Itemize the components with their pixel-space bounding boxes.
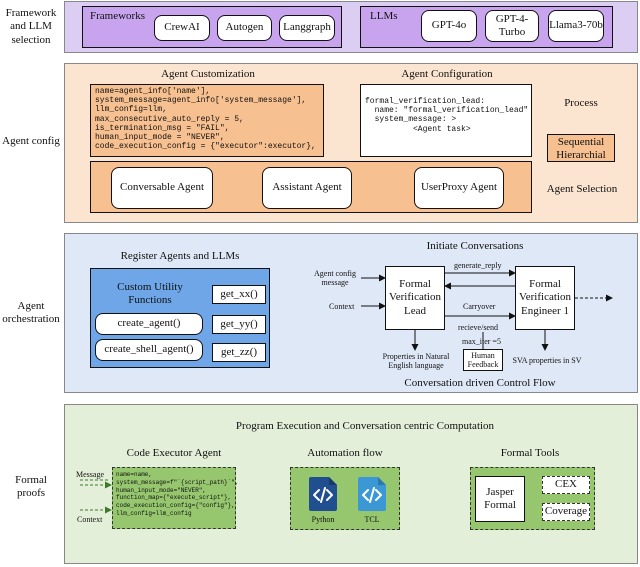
executor-code-line: system_message=f"`{script_path}`", xyxy=(116,478,239,486)
customization-code-line: code_execution_config = {"executor":exec… xyxy=(95,142,316,152)
formal-verification-lead: Formal Verification Lead xyxy=(385,266,445,330)
configuration-code-line: <Agent task> xyxy=(365,124,471,134)
jasper-formal-box: Jasper Formal xyxy=(475,476,525,522)
framework-crewai: CrewAI xyxy=(154,15,210,41)
agent-conversable: Conversable Agent xyxy=(111,167,213,209)
cex-box: CEX xyxy=(542,476,590,494)
carryover-label: Carryover xyxy=(463,302,496,311)
get-zz-fn: get_zz() xyxy=(212,343,266,362)
configuration-code-line: name: "formal_verification_lead" xyxy=(365,106,529,116)
create-shell-agent-fn: create_shell_agent() xyxy=(95,339,203,361)
executor-code-line: name=name, xyxy=(116,471,153,478)
label-agent-config: Agent config xyxy=(2,135,60,148)
executor-code-line: llm_config=llm_config xyxy=(116,509,192,517)
generate-reply-label: generate_reply xyxy=(454,261,502,270)
llm-llama3: Llama3-70b xyxy=(548,10,604,42)
agent-selection-label: Agent Selection xyxy=(546,183,618,196)
process-options: Sequential Hierarchial xyxy=(547,134,615,162)
register-title: Register Agents and LLMs xyxy=(120,250,240,263)
automation-title: Automation flow xyxy=(307,447,383,460)
tcl-file-icon xyxy=(356,476,388,512)
input-config-message: Agent config message xyxy=(314,268,356,287)
customization-code-box: name=agent_info['name'], system_message=… xyxy=(90,84,324,157)
llm-gpt4o: GPT-4o xyxy=(421,10,477,42)
customization-title: Agent Customization xyxy=(161,68,255,81)
customization-code-line: is_termination_msg = "FAIL", xyxy=(95,123,230,133)
input-context: Context xyxy=(329,302,355,311)
get-yy-fn: get_yy() xyxy=(212,315,266,334)
process-hierarchial: Hierarchial xyxy=(556,149,606,162)
executor-code-line: function_map={"execute_script"}, xyxy=(116,494,232,502)
human-feedback-box: Human Feedback xyxy=(463,349,503,371)
process-title: Process xyxy=(564,97,598,110)
frameworks-title: Frameworks xyxy=(90,10,145,22)
python-label: Python xyxy=(311,515,335,525)
llms-title: LLMs xyxy=(370,10,398,22)
formal-verification-engineer: Formal Verification Engineer 1 xyxy=(515,266,575,330)
configuration-code-box: formal_verification_lead: name: "formal_… xyxy=(360,84,532,157)
executor-title: Code Executor Agent xyxy=(126,447,222,460)
properties-nl-label: Properties in Natural English language xyxy=(382,351,450,370)
agent-assistant: Assistant Agent xyxy=(262,167,352,209)
customization-code-line: human_input_mode = "NEVER", xyxy=(95,132,225,142)
configuration-code-line: formal_verification_lead: xyxy=(365,97,486,106)
initiate-title: Initiate Conversations xyxy=(426,240,524,253)
label-formal-proofs: Formal proofs xyxy=(15,473,47,499)
python-file-icon xyxy=(307,476,339,512)
custom-utility-label: Custom Utility Functions xyxy=(117,280,183,306)
coverage-box: Coverage xyxy=(542,503,590,521)
framework-langgraph: Langgraph xyxy=(279,15,335,41)
label-agent-orchestration: Agent orchestration xyxy=(2,299,60,325)
customization-code-line: llm_config=llm, xyxy=(95,105,168,115)
formal-band-title: Program Execution and Conversation centr… xyxy=(235,420,495,433)
framework-autogen: Autogen xyxy=(217,15,272,41)
customization-code-line: name=agent_info['name'], xyxy=(95,87,211,96)
customization-code-line: max_consecutive_auto_reply = 5, xyxy=(95,114,244,124)
flow-caption: Conversation driven Control Flow xyxy=(404,377,556,390)
customization-code-line: system_message=agent_info['system_messag… xyxy=(95,96,307,106)
executor-code-line: human_input_mode="NEVER", xyxy=(116,486,207,494)
max-iter-label: max_iter =5 xyxy=(462,337,501,346)
sva-properties-label: SVA properties in SV xyxy=(512,356,582,366)
label-framework-llm: Framework and LLM selection xyxy=(5,7,57,46)
configuration-title: Agent Configuration xyxy=(401,68,493,81)
tcl-label: TCL xyxy=(364,515,380,525)
create-agent-fn: create_agent() xyxy=(95,313,203,335)
executor-input-message: Message xyxy=(76,470,104,479)
get-xx-fn: get_xx() xyxy=(212,285,266,304)
llm-gpt4-turbo: GPT-4-Turbo xyxy=(485,10,539,42)
recieve-send-label: recieve/send xyxy=(458,323,498,332)
executor-code-box: name=name, system_message=f"`{script_pat… xyxy=(112,467,239,529)
configuration-code-line: system_message: > xyxy=(365,115,457,125)
process-sequential: Sequential xyxy=(557,136,605,148)
executor-code-line: code_execution_config={"config"}, xyxy=(116,502,235,510)
tools-title: Formal Tools xyxy=(500,447,560,460)
executor-input-context: Context xyxy=(77,515,103,524)
agent-userproxy: UserProxy Agent xyxy=(414,167,504,209)
